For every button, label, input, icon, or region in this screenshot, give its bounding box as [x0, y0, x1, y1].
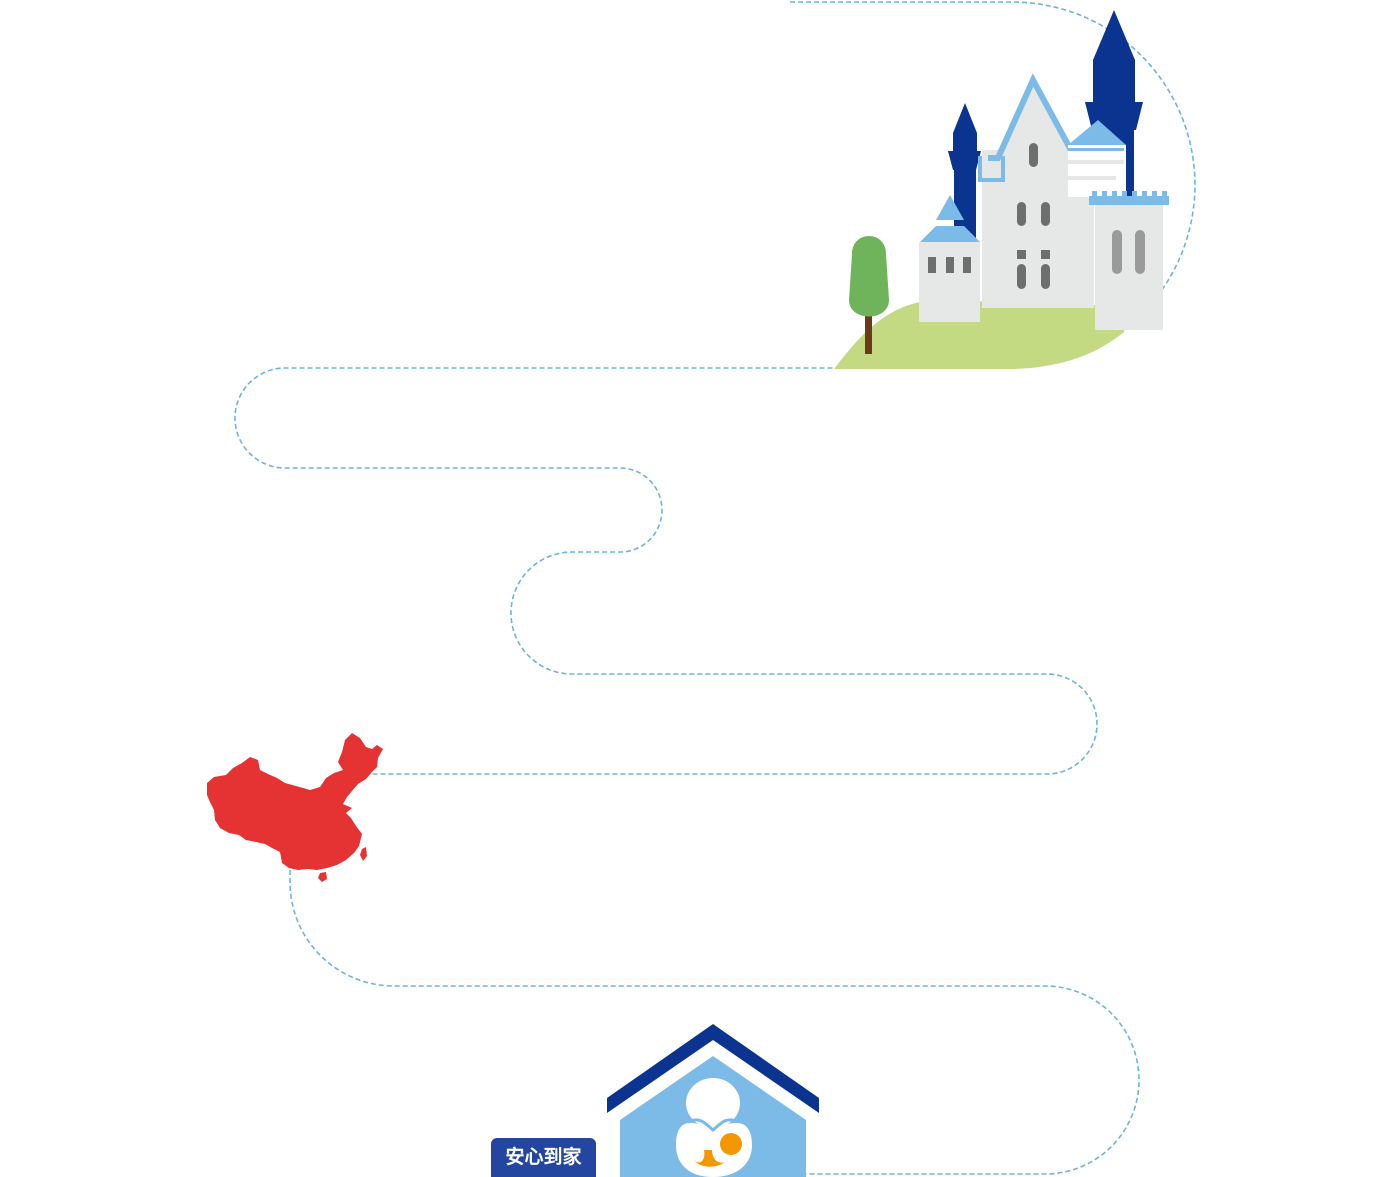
home-mother-baby-icon — [607, 1024, 819, 1177]
castle-icon — [834, 10, 1169, 369]
castle-right-wing — [1068, 120, 1126, 197]
home-roof — [607, 1024, 819, 1113]
tree-icon — [849, 236, 889, 354]
castle-right-tower — [1089, 191, 1169, 330]
castle-left-tower — [919, 195, 980, 322]
left-spire — [948, 103, 981, 240]
china-map-icon — [207, 733, 383, 882]
safe-home-badge: 安心到家 — [491, 1138, 596, 1177]
route-dashed-path — [234, 1, 1196, 1175]
hill-shape — [834, 300, 1124, 369]
